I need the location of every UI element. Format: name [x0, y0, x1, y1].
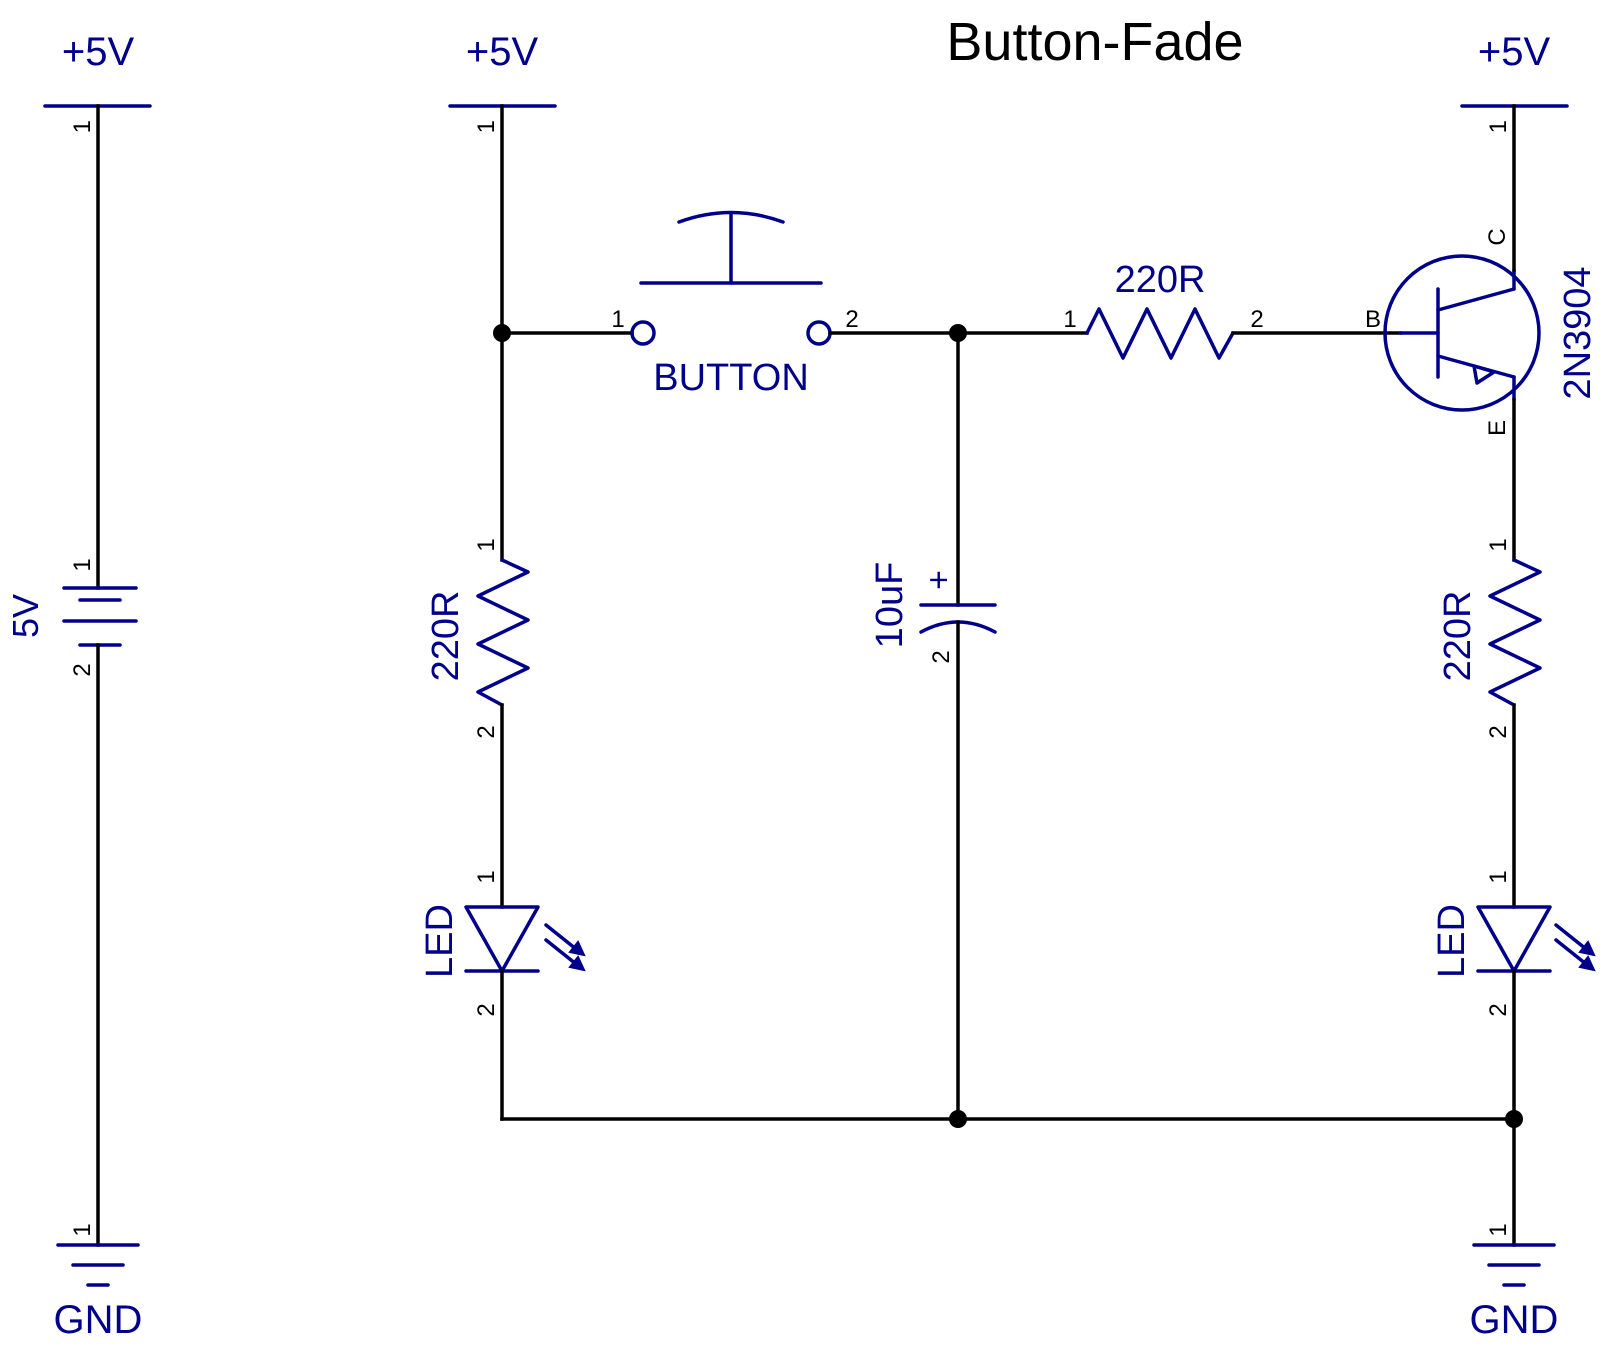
vcc-left-pin: 1: [69, 120, 96, 133]
junction-button-left: [493, 324, 511, 342]
battery-symbol: [62, 586, 138, 647]
button-label: BUTTON: [653, 357, 809, 399]
transistor-pin-e: E: [1484, 420, 1511, 436]
r-base-pin1: 1: [1063, 306, 1076, 333]
capacitor-pin2: 2: [928, 650, 955, 663]
gnd-left-symbol: [56, 1243, 140, 1287]
schematic-title: Button-Fade: [946, 12, 1243, 72]
r-right-value: 220R: [1437, 591, 1479, 682]
r-right-pin2: 2: [1485, 725, 1512, 738]
button-pin2: 2: [845, 306, 858, 333]
vcc-left-label: +5V: [62, 30, 135, 74]
r-base-pin2: 2: [1250, 306, 1263, 333]
led-right-pin2: 2: [1485, 1003, 1512, 1016]
led-left-label: LED: [419, 904, 461, 978]
r-left-pin1: 1: [473, 538, 500, 551]
capacitor-polarity: +: [920, 570, 958, 590]
resistor-base: [1085, 307, 1235, 360]
resistor-right: [1488, 558, 1542, 707]
r-right-pin1: 1: [1485, 538, 1512, 551]
battery-pin-plus: 1: [69, 558, 96, 571]
junction-bottom-cap: [949, 1110, 967, 1128]
transistor-part: 2N3904: [1557, 266, 1599, 399]
resistor-left: [476, 558, 530, 707]
r-left-value: 220R: [425, 591, 467, 682]
led-right-label: LED: [1431, 904, 1473, 978]
vcc-mid-pin: 1: [473, 120, 500, 133]
right-supply: +5V 1: [1460, 30, 1569, 133]
battery-pin-minus: 2: [69, 663, 96, 676]
gnd-right-pin: 1: [1485, 1223, 1512, 1236]
junction-bottom-right: [1505, 1110, 1523, 1128]
r-left-pin2: 2: [473, 725, 500, 738]
capacitor-value: 10uF: [869, 562, 911, 649]
gnd-left-label: GND: [54, 1298, 143, 1342]
led-right: [1476, 905, 1596, 973]
r-base-value: 220R: [1115, 259, 1206, 301]
button-symbol: [630, 210, 832, 346]
led-left-pin1: 1: [473, 870, 500, 883]
led-left: [464, 905, 586, 973]
vcc-right-label: +5V: [1478, 30, 1551, 74]
transistor-symbol: [1383, 254, 1541, 412]
transistor-pin-b: B: [1365, 306, 1381, 333]
gnd-right-symbol: [1472, 1243, 1556, 1287]
led-right-pin1: 1: [1485, 870, 1512, 883]
battery-value: 5V: [5, 594, 46, 638]
left-supply-circuit: +5V 1 1 2 5V 1 GND: [5, 30, 152, 1342]
vcc-mid-label: +5V: [466, 30, 539, 74]
gnd-left-pin: 1: [69, 1223, 96, 1236]
transistor-pin-c: C: [1484, 228, 1511, 245]
led-left-pin2: 2: [473, 1003, 500, 1016]
button-pin1: 1: [611, 306, 624, 333]
gnd-right-label: GND: [1470, 1298, 1559, 1342]
vcc-right-pin: 1: [1485, 120, 1512, 133]
